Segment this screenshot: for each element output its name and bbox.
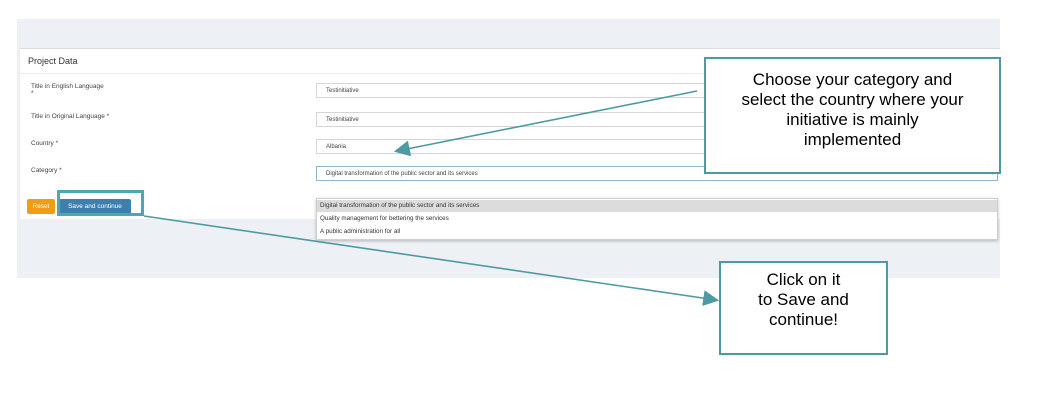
category-option[interactable]: Digital transformation of the public sec… bbox=[317, 200, 997, 212]
divider bbox=[20, 73, 1000, 74]
arrow-to-country bbox=[393, 90, 698, 157]
panel-title: Project Data bbox=[28, 56, 78, 66]
title-en-label: Title in English Language * bbox=[31, 83, 104, 97]
category-label: Category * bbox=[31, 167, 62, 174]
callout-save: Click on it to Save and continue! bbox=[719, 261, 888, 355]
category-option[interactable]: Quality management for bettering the ser… bbox=[320, 215, 449, 222]
category-option[interactable]: A public administration for all bbox=[320, 228, 401, 235]
category-dropdown: Digital transformation of the public sec… bbox=[316, 198, 998, 240]
arrow-to-save-callout bbox=[143, 215, 720, 307]
save-and-continue-button[interactable]: Save and continue bbox=[59, 199, 131, 214]
reset-button[interactable]: Reset bbox=[27, 199, 55, 214]
save-button-highlight bbox=[57, 190, 144, 216]
title-orig-label: Title in Original Language * bbox=[31, 113, 110, 120]
country-label: Country * bbox=[31, 140, 59, 147]
callout-category-country: Choose your category and select the coun… bbox=[704, 57, 1001, 174]
required-mark: * bbox=[31, 90, 34, 97]
